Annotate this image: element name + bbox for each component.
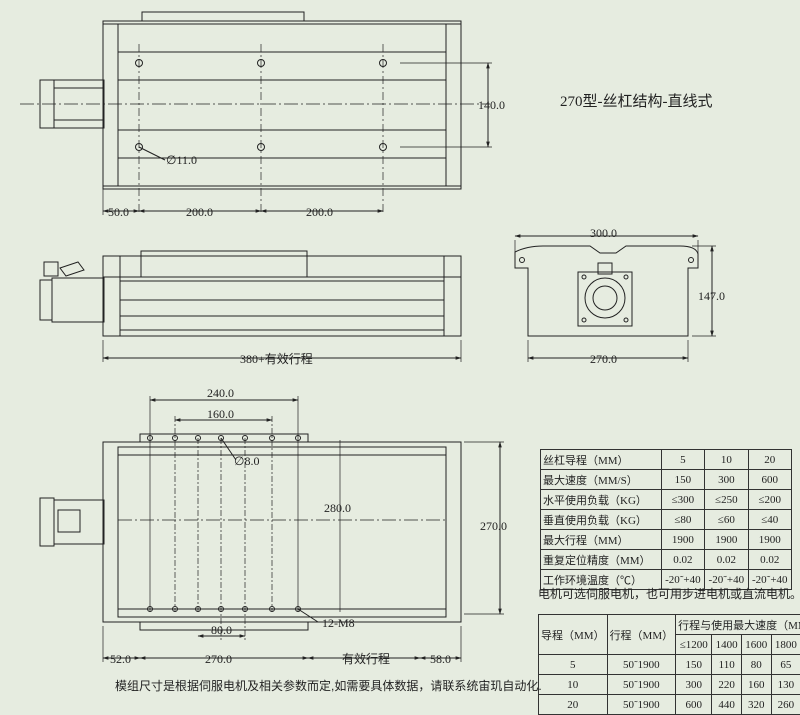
speed-header-cell: 导程（MM） xyxy=(539,615,608,655)
spec-header-cell: 丝杠导程（MM） xyxy=(541,450,662,470)
spec-row: 最大速度（MM/S） 150 300 600 xyxy=(541,470,792,490)
spec-value: ≤200 xyxy=(748,490,791,510)
speed-subheader-cell: 1600 xyxy=(741,635,771,655)
speed-row: 10 50˜1900 300 220 160 130 110 xyxy=(539,675,800,695)
motor-note: 电机可选伺服电机，也可用步进电机或直流电机。 xyxy=(538,585,800,602)
speed-cell: 220 xyxy=(712,675,742,695)
spec-value: ≤60 xyxy=(705,510,748,530)
speed-header-cell: 行程与使用最大速度（MM/S） xyxy=(676,615,800,635)
speed-cell: 440 xyxy=(712,695,742,715)
speed-cell: 320 xyxy=(741,695,771,715)
speed-cell: 260 xyxy=(771,695,800,715)
top-pitch-dim-1: 200.0 xyxy=(186,205,213,219)
speed-header-cell: 行程（MM） xyxy=(607,615,676,655)
speed-cell: 50˜1900 xyxy=(607,695,676,715)
spec-value: ≤40 xyxy=(748,510,791,530)
top-offset-dim: 50.0 xyxy=(108,205,129,219)
carriage-inner-dim: 160.0 xyxy=(207,407,234,421)
base-width-dim: 270.0 xyxy=(480,519,507,533)
spec-value: 600 xyxy=(748,470,791,490)
spec-row: 重复定位精度（MM） 0.02 0.02 0.02 xyxy=(541,550,792,570)
spec-value: ≤300 xyxy=(661,490,704,510)
spec-label: 垂直使用负载（KG） xyxy=(541,510,662,530)
drawing-title: 270型-丝杠结构-直线式 xyxy=(560,93,713,110)
end-width-dim: 300.0 xyxy=(590,226,617,240)
speed-cell: 160 xyxy=(741,675,771,695)
bottom-mid-dim: 270.0 xyxy=(205,652,232,666)
speed-cell: 300 xyxy=(676,675,712,695)
side-view xyxy=(40,251,461,362)
top-pitch-dim-2: 200.0 xyxy=(306,205,333,219)
speed-header-row: 导程（MM） 行程（MM） 行程与使用最大速度（MM/S） xyxy=(539,615,800,635)
spec-label: 最大速度（MM/S） xyxy=(541,470,662,490)
end-height-dim: 147.0 xyxy=(698,289,725,303)
spec-label: 水平使用负载（KG） xyxy=(541,490,662,510)
thread-callout: 12-M8 xyxy=(322,616,355,630)
speed-cell: 10 xyxy=(539,675,608,695)
speed-cell: 50˜1900 xyxy=(607,655,676,675)
carriage-span-dim: 280.0 xyxy=(324,501,351,515)
spec-header-row: 丝杠导程（MM） 5 10 20 xyxy=(541,450,792,470)
bottom-stroke-dim: 有效行程 xyxy=(342,651,390,666)
spec-value: ≤250 xyxy=(705,490,748,510)
speed-cell: 65 xyxy=(771,655,800,675)
spec-header-cell: 5 xyxy=(661,450,704,470)
top-view xyxy=(20,12,492,215)
speed-cell: 20 xyxy=(539,695,608,715)
speed-cell: 5 xyxy=(539,655,608,675)
end-base-dim: 270.0 xyxy=(590,352,617,366)
speed-cell: 150 xyxy=(676,655,712,675)
carriage-hole-dim: ∅8.0 xyxy=(234,454,259,468)
spec-row: 垂直使用负载（KG） ≤80 ≤60 ≤40 xyxy=(541,510,792,530)
pitch-dim: 80.0 xyxy=(211,623,232,637)
spec-table: 丝杠导程（MM） 5 10 20 最大速度（MM/S） 150 300 600 … xyxy=(540,449,792,590)
spec-value: 300 xyxy=(705,470,748,490)
speed-cell: 600 xyxy=(676,695,712,715)
spec-value: 0.02 xyxy=(705,550,748,570)
bottom-view xyxy=(40,396,504,662)
spec-value: 150 xyxy=(661,470,704,490)
spec-header-cell: 10 xyxy=(705,450,748,470)
carriage-outer-dim: 240.0 xyxy=(207,386,234,400)
spec-header-cell: 20 xyxy=(748,450,791,470)
spec-value: 0.02 xyxy=(748,550,791,570)
footer-note: 模组尺寸是根据伺服电机及相关参数而定,如需要具体数据，请联系统宙玑自动化. xyxy=(115,677,542,694)
spec-value: 0.02 xyxy=(661,550,704,570)
end-view xyxy=(515,236,716,362)
speed-row: 5 50˜1900 150 110 80 65 55 xyxy=(539,655,800,675)
speed-table: 导程（MM） 行程（MM） 行程与使用最大速度（MM/S） ≤1200 1400… xyxy=(538,614,800,715)
spec-label: 最大行程（MM） xyxy=(541,530,662,550)
top-hole-dim: ∅11.0 xyxy=(166,153,197,167)
speed-cell: 50˜1900 xyxy=(607,675,676,695)
top-width-dim: 140.0 xyxy=(478,98,505,112)
bottom-offset-left-dim: 52.0 xyxy=(110,652,131,666)
spec-row: 水平使用负载（KG） ≤300 ≤250 ≤200 xyxy=(541,490,792,510)
bottom-offset-right-dim: 58.0 xyxy=(430,652,451,666)
spec-row: 最大行程（MM） 1900 1900 1900 xyxy=(541,530,792,550)
side-length-dim: 380+有效行程 xyxy=(240,351,313,366)
speed-subheader-cell: ≤1200 xyxy=(676,635,712,655)
spec-value: 1900 xyxy=(661,530,704,550)
speed-subheader-cell: 1400 xyxy=(712,635,742,655)
spec-value: 1900 xyxy=(748,530,791,550)
speed-row: 20 50˜1900 600 440 320 260 220 xyxy=(539,695,800,715)
spec-value: ≤80 xyxy=(661,510,704,530)
speed-subheader-cell: 1800 xyxy=(771,635,800,655)
speed-cell: 130 xyxy=(771,675,800,695)
speed-cell: 110 xyxy=(712,655,742,675)
spec-value: 1900 xyxy=(705,530,748,550)
speed-cell: 80 xyxy=(741,655,771,675)
spec-label: 重复定位精度（MM） xyxy=(541,550,662,570)
